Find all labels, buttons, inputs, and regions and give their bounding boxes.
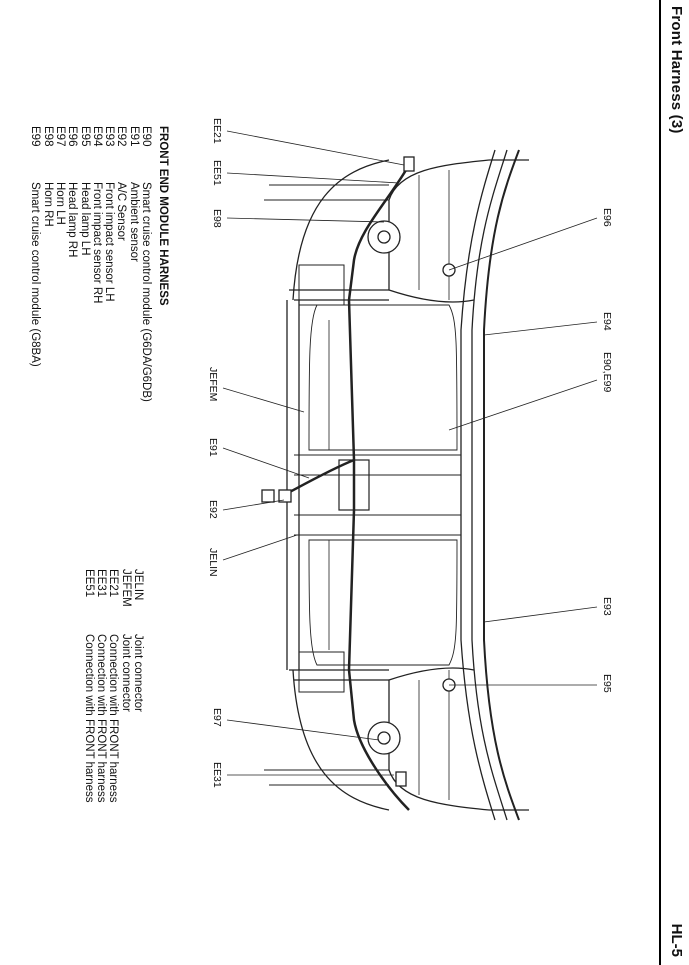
- legend-title: FRONT END MODULE HARNESS: [157, 126, 169, 306]
- callout-e90-e99: E90,E99: [601, 352, 613, 393]
- callout-ee51: EE51: [211, 160, 223, 186]
- callout-jelin: JELIN: [207, 548, 219, 577]
- legend-item: E93Front impact sensor LH: [103, 126, 116, 302]
- callout-jefem: JEFEM: [207, 367, 219, 402]
- callout-e92: E92: [207, 500, 219, 519]
- legend-item: E96Head lamp RH: [66, 126, 79, 258]
- callout-ee21: EE21: [211, 118, 223, 144]
- connector-item: JELINJoint connector: [132, 569, 144, 712]
- callout-e93: E93: [601, 597, 613, 616]
- connector-item: EE21Connection with FRONT harness: [107, 569, 120, 803]
- legend-item: E99Smart cruise control module (G8BA): [29, 126, 42, 367]
- legend-item: E98Horn RH: [41, 126, 54, 227]
- callout-e98: E98: [211, 209, 223, 228]
- legend-list: E90Smart cruise control module (G6DA/G6D…: [29, 126, 152, 402]
- callout-e96: E96: [601, 208, 613, 227]
- legend-item: E94Front impact sensor RH: [90, 126, 103, 304]
- connector-item: JEFEMJoint connector: [119, 569, 132, 712]
- legend-item: E91Ambient sensor: [127, 126, 140, 262]
- callout-e91: E91: [207, 438, 219, 457]
- legend-item: E95Head lamp LH: [78, 126, 91, 256]
- connector-item: EE51Connection with FRONT harness: [82, 569, 95, 803]
- callout-e94: E94: [601, 312, 613, 331]
- callout-e97: E97: [211, 708, 223, 727]
- legend-item: E92A/C Sensor: [115, 126, 128, 241]
- callout-ee31: EE31: [211, 762, 223, 788]
- callout-e95: E95: [601, 674, 613, 693]
- legend-item: E97Horn LH: [53, 126, 66, 225]
- connector-list: JELINJoint connector JEFEMJoint connecto…: [83, 569, 144, 803]
- legend-item: E90Smart cruise control module (G6DA/G6D…: [140, 126, 152, 402]
- connector-item: EE31Connection with FRONT harness: [95, 569, 108, 803]
